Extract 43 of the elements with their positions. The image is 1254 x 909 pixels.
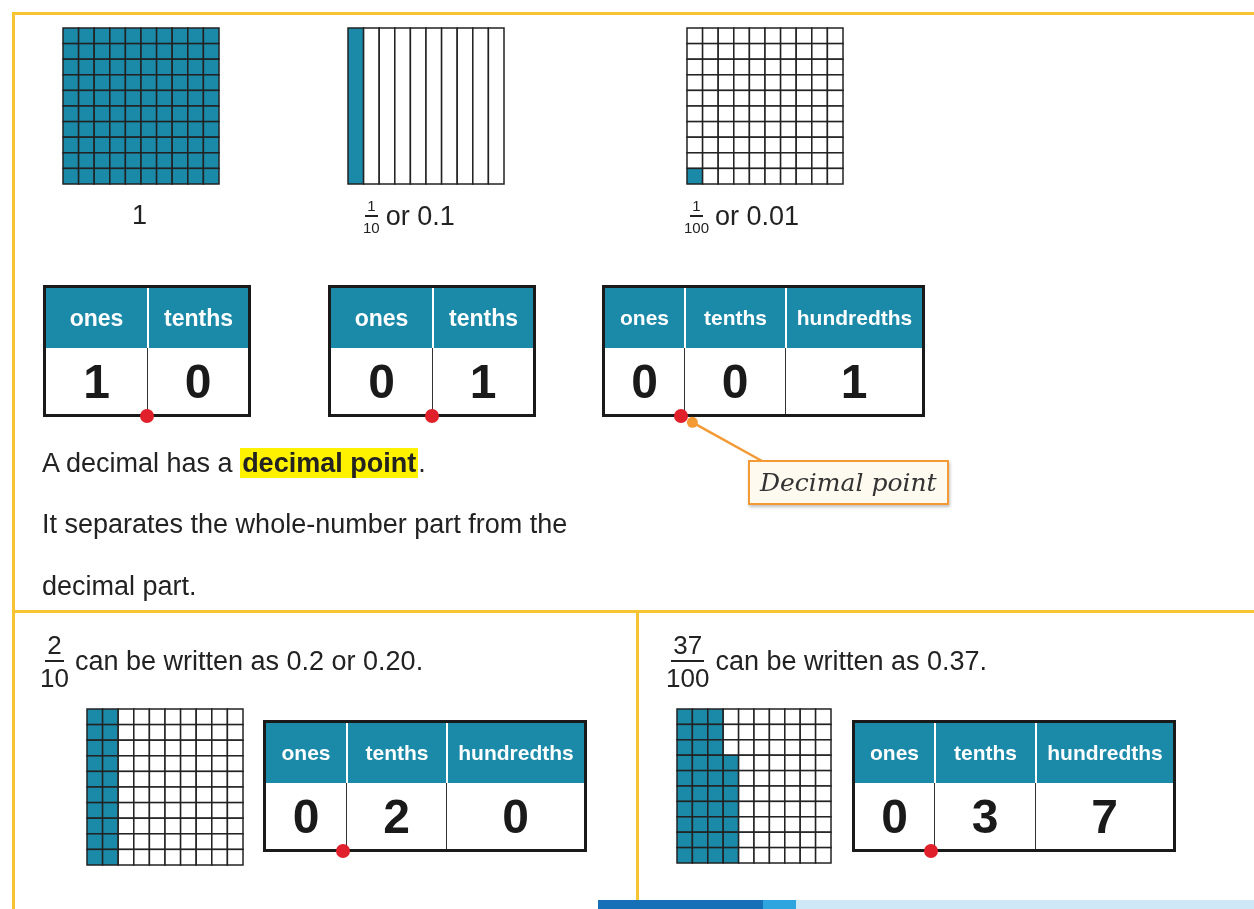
digit-cell-text: 0 xyxy=(880,788,909,845)
column-header: hundredths xyxy=(446,723,584,783)
caption-text: can be written as 0.2 or 0.20. xyxy=(74,646,424,677)
column-header: tenths xyxy=(684,288,785,348)
digit-cell-text: 1 xyxy=(82,353,111,410)
column-header: ones xyxy=(266,723,346,783)
decimal-point-dot xyxy=(924,844,938,858)
caption-text: can be written as 0.37. xyxy=(715,646,988,677)
digit-cell-text: 0 xyxy=(367,353,396,410)
digit-cell: 0 xyxy=(446,783,584,849)
decimal-point-dot xyxy=(140,409,154,423)
column-header: tenths xyxy=(147,288,248,348)
leader-line xyxy=(686,416,763,463)
fraction-denominator: 100 xyxy=(666,662,710,691)
column-header: ones xyxy=(605,288,684,348)
sentence: A decimal has a decimal point. xyxy=(42,447,426,480)
caption-text: or 0.01 xyxy=(715,201,800,232)
digit-cell-text: 0 xyxy=(291,788,321,845)
column-header: tenths xyxy=(432,288,533,348)
column-header: ones xyxy=(855,723,934,783)
decimal-point-dot xyxy=(674,409,688,423)
value-label: 1 xyxy=(132,200,148,231)
digit-cell: 1 xyxy=(785,348,922,414)
fraction-numerator: 1 xyxy=(365,198,378,217)
decimal-point-dot xyxy=(336,844,350,858)
paragraph: It separates the whole-number part from the decimal part. xyxy=(42,508,569,603)
fraction-denominator: 10 xyxy=(40,662,69,691)
column-header: tenths xyxy=(934,723,1035,783)
decimal-point-dot xyxy=(425,409,439,423)
fraction-denominator: 100 xyxy=(684,218,710,235)
fraction-numerator: 37 xyxy=(671,632,705,662)
digit-cell: 7 xyxy=(1035,783,1173,849)
digit-cell-text: 0 xyxy=(630,353,659,410)
column-header: tenths xyxy=(346,723,446,783)
caption-text: or 0.1 xyxy=(385,201,455,232)
column-header: ones xyxy=(46,288,147,348)
fraction-numerator: 2 xyxy=(45,632,64,662)
column-header: hundredths xyxy=(1035,723,1173,783)
fraction-denominator: 10 xyxy=(363,218,380,235)
column-header: ones xyxy=(331,288,432,348)
column-header: hundredths xyxy=(785,288,922,348)
callout-label: Decimal point xyxy=(748,460,949,505)
fraction-numerator: 1 xyxy=(690,198,703,217)
